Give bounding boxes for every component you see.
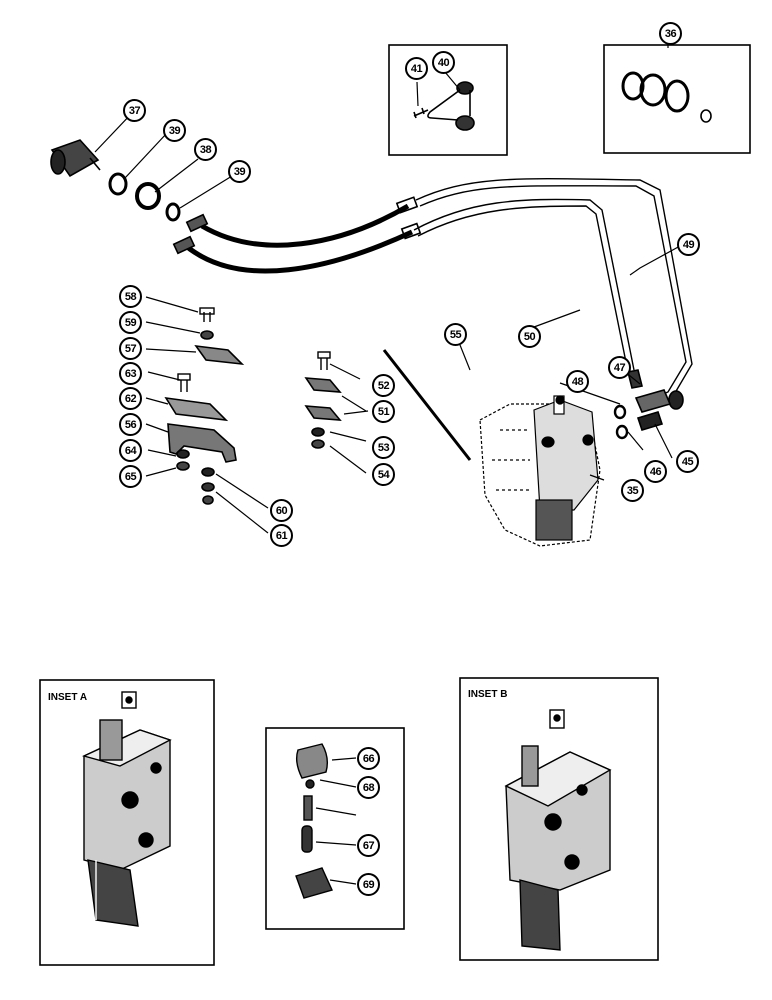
nut-61 [201, 482, 215, 492]
callout-66: 66 [357, 747, 380, 770]
clamp-51-lower [304, 405, 342, 421]
callout-62: 62 [119, 387, 142, 410]
callout-45: 45 [676, 450, 699, 473]
nut-59 [200, 330, 214, 340]
part-45-elbow [634, 389, 672, 413]
callout-48: 48 [566, 370, 589, 393]
nut-54 [311, 439, 325, 449]
washer-53 [311, 427, 325, 437]
steel-tube-50 [413, 198, 635, 373]
bracket-56 [167, 423, 237, 463]
nut-65 [176, 461, 190, 471]
inset-b-frame [459, 677, 659, 961]
callout-41: 41 [405, 57, 428, 80]
callout-38: 38 [194, 138, 217, 161]
leader-lines [94, 42, 681, 885]
bolt-63 [177, 373, 191, 392]
callout-39-upper: 39 [163, 119, 186, 142]
hydraulic-hoses [184, 203, 414, 274]
callout-57: 57 [119, 337, 142, 360]
part-36-orings [621, 71, 712, 123]
clamp-51-upper [304, 377, 342, 393]
callout-58: 58 [119, 285, 142, 308]
callout-37: 37 [123, 99, 146, 122]
callout-60: 60 [270, 499, 293, 522]
callout-46: 46 [644, 460, 667, 483]
inset-a-title: INSET A [48, 692, 88, 703]
callout-54: 54 [372, 463, 395, 486]
steel-tube-49 [415, 178, 693, 403]
detail-box-36 [603, 44, 751, 154]
part-46-oring [615, 424, 629, 440]
hose-fittings [172, 196, 422, 255]
detail-box-66-69 [265, 727, 405, 930]
clamp-62 [164, 396, 229, 422]
callout-65: 65 [119, 465, 142, 488]
callout-52: 52 [372, 374, 395, 397]
callout-40: 40 [432, 51, 455, 74]
part-39-ring-a [108, 172, 128, 196]
callout-59: 59 [119, 311, 142, 334]
clamp-57 [194, 344, 245, 366]
callout-61: 61 [270, 524, 293, 547]
inset-a-valve [81, 691, 172, 927]
detail-box-40-41 [388, 44, 508, 156]
fitting-47 [627, 369, 643, 389]
callout-56: 56 [119, 413, 142, 436]
part-55-rod [382, 349, 472, 461]
callout-64: 64 [119, 439, 142, 462]
callout-50: 50 [518, 325, 541, 348]
part-41-screw [413, 107, 429, 119]
inset-b-title: INSET B [468, 689, 508, 700]
callout-35: 35 [621, 479, 644, 502]
callout-47: 47 [608, 356, 631, 379]
washer-64 [176, 449, 190, 459]
callout-53: 53 [372, 436, 395, 459]
washer-60 [201, 467, 215, 477]
part-39-ring-b [165, 202, 181, 222]
callout-55: 55 [444, 323, 467, 346]
callout-63: 63 [119, 362, 142, 385]
callout-69: 69 [357, 873, 380, 896]
callout-67: 67 [357, 834, 380, 857]
parts-66-69 [295, 743, 333, 899]
inset-b-valve [504, 709, 612, 951]
valve-assembly-35 [479, 395, 601, 547]
bolt-58 [199, 307, 215, 322]
callout-49: 49 [677, 233, 700, 256]
callout-68: 68 [357, 776, 380, 799]
part-40-lever [427, 81, 475, 131]
inset-a-frame [39, 679, 215, 966]
callout-51: 51 [372, 400, 395, 423]
callout-39-lower: 39 [228, 160, 251, 183]
part-37-coupler [50, 139, 101, 178]
callout-36: 36 [659, 22, 682, 45]
part-48-oring [613, 404, 627, 420]
part-38-nut [135, 182, 161, 210]
bolt-52-screw [317, 351, 331, 370]
fitting-45-nut [668, 390, 684, 410]
